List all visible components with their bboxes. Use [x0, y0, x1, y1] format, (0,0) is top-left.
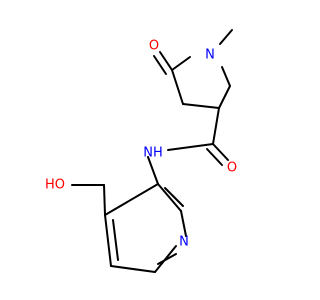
- molecule-diagram: O N NH O HO N: [45, 29, 237, 273]
- bond-c6pyr-c5pyr: [110, 265, 156, 273]
- bond-c3-c2: [218, 85, 231, 109]
- bond-c5pyr-c4pyr-inner: [112, 219, 119, 261]
- bond-camide-o-1: [212, 143, 229, 161]
- bond-c3pyr-c2pyr: [157, 183, 182, 212]
- atom-o-carbonyl-ring: O: [149, 39, 159, 54]
- bond-c5pyr-c4pyr: [104, 214, 112, 267]
- bond-camide-nh: [167, 143, 214, 151]
- bond-c5-o-1: [159, 51, 173, 71]
- bond-c5-o-2: [153, 55, 167, 75]
- bond-c4-c3: [182, 103, 220, 109]
- bond-nh-c3pyr: [147, 156, 159, 185]
- bonds: [71, 29, 233, 273]
- bond-c2pyr-n: [180, 210, 187, 237]
- bond-n1-methyl: [219, 29, 233, 45]
- bond-c3pyr-c2pyr-inner: [164, 187, 184, 207]
- bond-c5-c4: [171, 69, 184, 105]
- atom-nh-amide: NH: [143, 146, 163, 161]
- atom-o-hydroxyl: HO: [45, 178, 65, 193]
- bond-c2-n1: [221, 66, 231, 87]
- atom-labels: O N NH O HO N: [45, 39, 237, 250]
- bond-n1-c5: [171, 56, 191, 71]
- atom-o-amide: O: [227, 161, 237, 176]
- bond-c3-camide: [212, 107, 220, 145]
- bond-c4pyr-ch2: [103, 184, 106, 216]
- atom-n-pyridine: N: [179, 235, 189, 250]
- atom-n-ring: N: [205, 48, 215, 63]
- bond-n-c6pyr-inner: [157, 253, 177, 265]
- bond-camide-o-2: [206, 148, 223, 166]
- bond-c4pyr-c3pyr: [104, 183, 159, 216]
